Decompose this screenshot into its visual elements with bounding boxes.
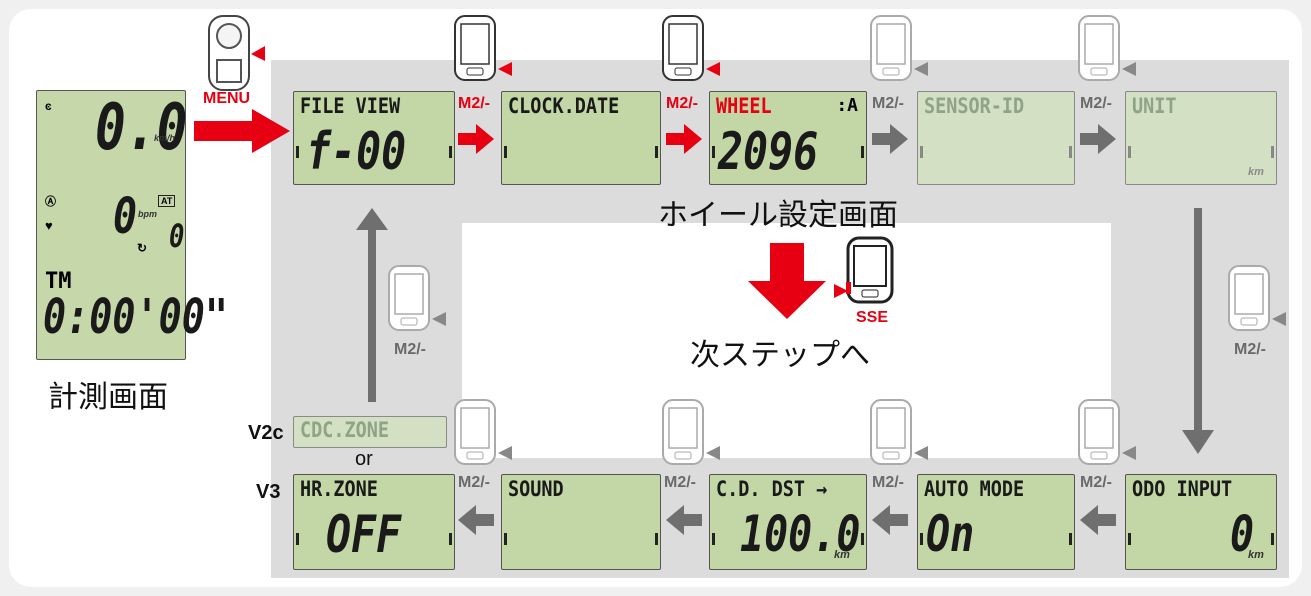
gray-left-arrow-icon — [1080, 505, 1116, 535]
at-badge: AT — [158, 195, 176, 207]
or-label: or — [355, 448, 373, 470]
device-icon — [1078, 399, 1136, 465]
gray-left-arrow-icon — [872, 505, 908, 535]
auto-icon: Ⓐ — [45, 196, 56, 208]
device-icon — [1078, 15, 1136, 81]
refresh-icon: ↻ — [137, 241, 148, 255]
m2-label: M2/- — [1080, 474, 1112, 491]
sse-device-icon — [834, 236, 894, 304]
m2-label: M2/- — [666, 95, 698, 112]
m2-label: M2/- — [664, 474, 696, 491]
lcd-sensor-id: SENSOR-ID — [917, 91, 1075, 185]
menu-label: MENU — [203, 90, 251, 107]
gray-arrow-icon — [1080, 124, 1116, 154]
time-value: 0:00'00" — [43, 289, 228, 345]
m2-label: M2/- — [458, 95, 490, 112]
device-icon — [870, 15, 928, 81]
m2-label: M2/- — [458, 474, 490, 491]
m2-label: M2/- — [1080, 95, 1112, 112]
lcd-file-view: FILE VIEW f-00 — [293, 91, 455, 185]
m2-label: M2/- — [394, 341, 426, 358]
v2c-label: V2c — [248, 422, 284, 444]
heart-icon: ♥ — [45, 218, 53, 233]
red-arrow-icon — [458, 124, 494, 154]
lcd-auto-mode: AUTO MODE On — [917, 474, 1075, 570]
device-icon — [454, 15, 512, 81]
lcd-cd-dst: C.D. DST → 100.0 km — [709, 474, 867, 570]
device-icon — [454, 399, 512, 465]
wheel-screen-label: ホイール設定画面 — [658, 199, 898, 232]
lcd-sound: SOUND — [501, 474, 661, 570]
red-arrow-icon — [666, 124, 702, 154]
device-icon — [662, 15, 720, 81]
device-icon — [870, 399, 928, 465]
lcd-wheel: WHEEL :A 2096 — [709, 91, 867, 185]
gray-left-arrow-icon — [666, 505, 702, 535]
gray-arrow-icon — [872, 124, 908, 154]
next-step-label: 次ステップへ — [690, 339, 870, 372]
wheel-badge: :A — [836, 95, 858, 116]
lcd-clock-date: CLOCK.DATE — [501, 91, 661, 185]
gray-up-arrow-icon — [356, 208, 388, 402]
speed-value: 0.0 — [95, 91, 188, 165]
signal-icon: ͼ — [45, 99, 52, 113]
device-icon — [1228, 265, 1286, 331]
v3-label: V3 — [256, 481, 281, 503]
hr-value: 0 — [113, 187, 138, 245]
hr-unit: bpm — [138, 209, 157, 219]
lcd-unit: UNIT km — [1125, 91, 1277, 185]
m2-label: M2/- — [1234, 341, 1266, 358]
cadence-value: 0 — [169, 217, 185, 255]
sse-label: SSE — [856, 309, 889, 326]
device-icon — [662, 399, 720, 465]
lcd-odo-input: ODO INPUT 0 km — [1125, 474, 1277, 570]
m2-label: M2/- — [872, 474, 904, 491]
gray-left-arrow-icon — [458, 505, 494, 535]
menu-device-icon — [208, 15, 265, 91]
measure-screen-label: 計測画面 — [48, 381, 168, 414]
lcd-hr-zone: HR.ZONE OFF — [293, 474, 455, 570]
tm-label: TM — [45, 269, 72, 294]
red-down-arrow-icon — [748, 243, 826, 319]
red-arrow-icon — [194, 109, 290, 153]
measure-lcd: ͼ 0.0 km/h Ⓐ ♥ 0 bpm AT ↻ 0 TM 0:00'00" — [36, 90, 228, 360]
m2-label: M2/- — [872, 95, 904, 112]
lcd-cdc-zone: CDC.ZONE — [293, 416, 447, 448]
device-icon — [388, 265, 446, 331]
gray-down-arrow-icon — [1182, 208, 1214, 454]
speed-unit: km/h — [154, 133, 176, 143]
